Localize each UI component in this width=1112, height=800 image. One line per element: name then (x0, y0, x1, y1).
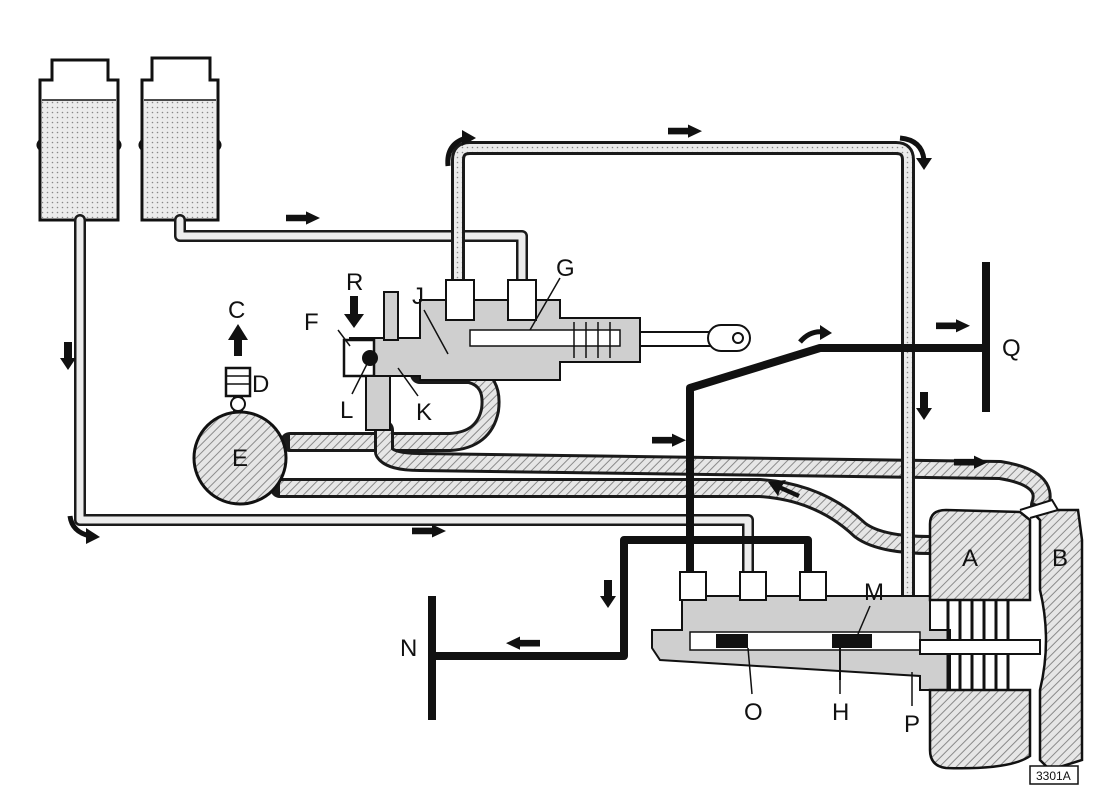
label-l: L (340, 397, 353, 424)
control-lines (428, 262, 990, 720)
clutch-housing (919, 498, 1084, 772)
label-f: F (304, 309, 319, 336)
label-q: Q (1002, 335, 1021, 362)
label-m: M (864, 579, 884, 606)
leader-lines (337, 277, 913, 706)
label-k: K (416, 399, 432, 426)
label-r: R (346, 269, 363, 296)
control-valve (651, 571, 951, 691)
valve-d (224, 366, 252, 412)
label-o: O (744, 699, 763, 726)
label-b: B (1052, 545, 1068, 572)
label-d: D (252, 371, 269, 398)
label-j: J (412, 283, 424, 310)
label-h: H (832, 699, 849, 726)
reservoir-right (138, 56, 222, 222)
label-n: N (400, 635, 417, 662)
label-a: A (962, 545, 978, 572)
label-c: C (228, 297, 245, 324)
label-e: E (232, 445, 248, 472)
label-p: P (904, 711, 920, 738)
master-cylinder (342, 279, 751, 431)
accumulator-e (192, 410, 288, 506)
flow-arrows (60, 124, 988, 650)
reservoir-left (36, 58, 122, 222)
figure-reference-text: 3301A (1036, 769, 1071, 783)
letter-labels: C D E F R J G L K Q A B M N O H P (228, 255, 1068, 738)
label-g: G (556, 255, 575, 282)
pressure-pipes (270, 141, 1052, 622)
fluid-pipes (74, 214, 754, 606)
figure-reference: 3301A (1029, 765, 1079, 785)
